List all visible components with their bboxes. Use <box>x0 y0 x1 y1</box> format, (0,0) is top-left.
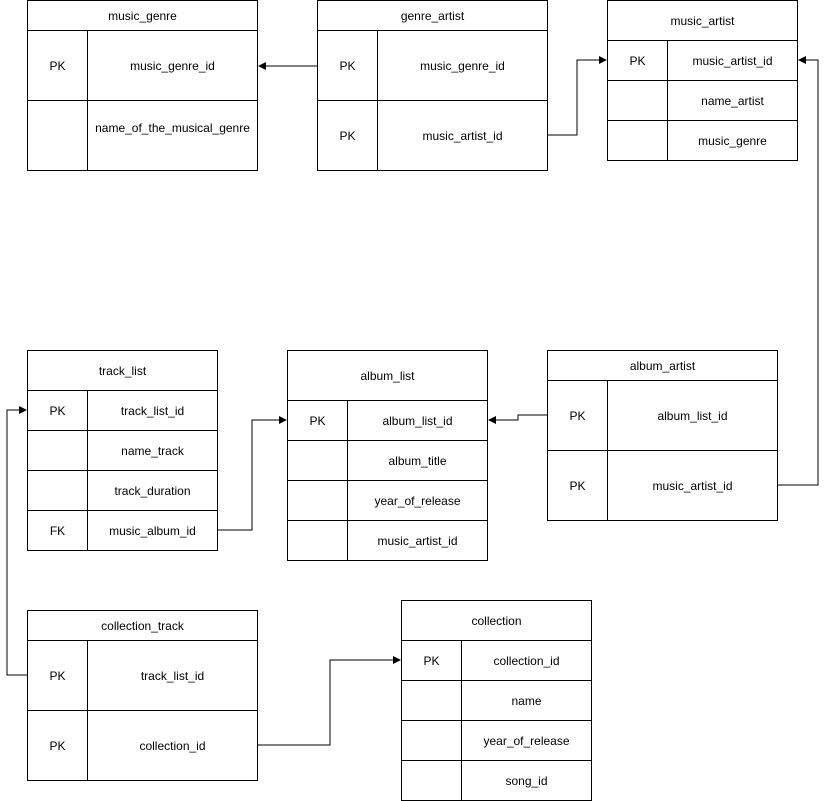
field-name: music_genre_id <box>420 58 505 73</box>
table-track-list[interactable]: track_list PK track_list_id name_track t… <box>27 350 218 551</box>
table-row[interactable]: year_of_release <box>288 481 487 521</box>
key-cell: PK <box>318 101 378 170</box>
field-name: album_list_id <box>657 408 728 423</box>
table-music-artist[interactable]: music_artist PK music_artist_id name_art… <box>607 0 798 161</box>
key-cell: PK <box>28 31 88 100</box>
table-row[interactable]: PK track_list_id <box>28 641 257 711</box>
key-cell <box>402 681 462 720</box>
table-title: collection_track <box>28 611 257 641</box>
table-genre-artist[interactable]: genre_artist PK music_genre_id PK music_… <box>317 0 548 171</box>
key-cell: PK <box>402 641 462 680</box>
field-name: track_list_id <box>140 668 205 683</box>
key-cell: PK <box>28 641 88 710</box>
field-name: track_duration <box>114 483 191 498</box>
table-title: music_artist <box>608 1 797 41</box>
field-name: music_artist_id <box>652 478 733 493</box>
table-row[interactable]: PK music_genre_id <box>318 31 547 101</box>
key-cell <box>402 761 462 800</box>
key-cell <box>288 521 348 560</box>
field-name: album_list_id <box>382 413 453 428</box>
table-row[interactable]: track_duration <box>28 471 217 511</box>
table-row[interactable]: music_artist_id <box>288 521 487 560</box>
table-row[interactable]: PK track_list_id <box>28 391 217 431</box>
field-name: collection_id <box>493 653 560 668</box>
field-name: music_artist_id <box>422 128 503 143</box>
field-name: name <box>511 693 542 708</box>
table-row[interactable]: PK music_artist_id <box>548 451 777 520</box>
key-cell: PK <box>28 391 88 430</box>
key-cell: PK <box>28 711 88 780</box>
table-row[interactable]: name_track <box>28 431 217 471</box>
field-name: music_album_id <box>109 523 196 538</box>
field-name: music_genre_id <box>130 58 215 73</box>
field-name: track_list_id <box>120 403 185 418</box>
table-row[interactable]: FK music_album_id <box>28 511 217 550</box>
table-row[interactable]: PK collection_id <box>28 711 257 780</box>
table-title: track_list <box>28 351 217 391</box>
table-title: genre_artist <box>318 1 547 31</box>
table-row[interactable]: PK album_list_id <box>548 381 777 451</box>
table-row[interactable]: song_id <box>402 761 591 800</box>
key-cell <box>402 721 462 760</box>
field-name: music_genre <box>698 133 767 148</box>
key-cell <box>288 481 348 520</box>
field-name: music_artist_id <box>377 533 458 548</box>
field-name: name_of_the_musical_genre <box>95 121 250 135</box>
key-cell <box>608 121 668 160</box>
table-row[interactable]: album_title <box>288 441 487 481</box>
table-title: music_genre <box>28 1 257 31</box>
connector-collection-track-to-collection <box>258 656 401 746</box>
field-name: name_track <box>121 443 184 458</box>
key-cell <box>28 101 88 170</box>
table-row[interactable]: music_genre <box>608 121 797 160</box>
table-row[interactable]: name <box>402 681 591 721</box>
table-row[interactable]: PK music_artist_id <box>608 41 797 81</box>
table-album-list[interactable]: album_list PK album_list_id album_title … <box>287 350 488 561</box>
key-cell <box>608 81 668 120</box>
key-cell: FK <box>28 511 88 550</box>
field-name: name_artist <box>701 93 764 108</box>
key-cell <box>28 431 88 470</box>
table-music-genre[interactable]: music_genre PK music_genre_id name_of_th… <box>27 0 258 171</box>
table-title: album_list <box>288 351 487 401</box>
table-row[interactable]: PK music_artist_id <box>318 101 547 170</box>
field-name: music_artist_id <box>692 53 773 68</box>
key-cell: PK <box>548 381 608 450</box>
connector-track-list-to-album-list <box>218 416 287 531</box>
connector-album-artist-to-album-list <box>488 414 547 424</box>
table-collection[interactable]: collection PK collection_id name year_of… <box>401 600 592 801</box>
table-row[interactable]: name_of_the_musical_genre <box>28 101 257 170</box>
key-cell <box>288 441 348 480</box>
table-collection-track[interactable]: collection_track PK track_list_id PK col… <box>27 610 258 781</box>
field-name: year_of_release <box>374 493 461 508</box>
table-row[interactable]: PK collection_id <box>402 641 591 681</box>
table-row[interactable]: name_artist <box>608 81 797 121</box>
key-cell <box>28 471 88 510</box>
connector-genre-artist-to-music-artist <box>548 56 607 136</box>
field-name: collection_id <box>139 738 206 753</box>
table-album-artist[interactable]: album_artist PK album_list_id PK music_a… <box>547 350 778 521</box>
field-name: year_of_release <box>483 733 570 748</box>
key-cell: PK <box>288 401 348 440</box>
table-row[interactable]: PK music_genre_id <box>28 31 257 101</box>
table-row[interactable]: year_of_release <box>402 721 591 761</box>
key-cell: PK <box>608 41 668 80</box>
field-name: song_id <box>505 773 548 788</box>
table-title: collection <box>402 601 591 641</box>
key-cell: PK <box>548 451 608 520</box>
connector-collection-track-to-track-list <box>6 406 27 676</box>
field-name: album_title <box>388 453 447 468</box>
key-cell: PK <box>318 31 378 100</box>
table-title: album_artist <box>548 351 777 381</box>
table-row[interactable]: PK album_list_id <box>288 401 487 441</box>
